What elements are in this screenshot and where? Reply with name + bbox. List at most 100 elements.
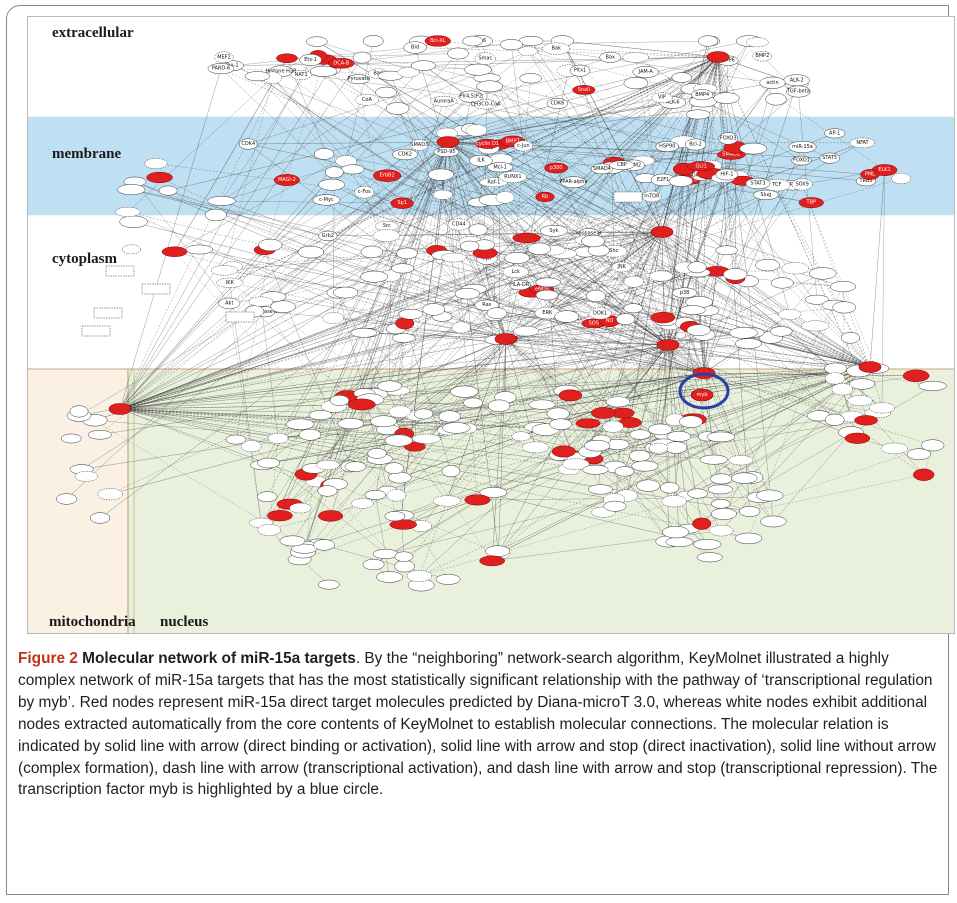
network-edge	[119, 142, 863, 410]
network-edge	[697, 194, 767, 273]
node: c-Fos	[354, 185, 375, 199]
node-shape	[55, 493, 78, 505]
network-edge	[221, 92, 387, 202]
network-edge	[168, 56, 719, 191]
network-edge	[364, 192, 412, 315]
node	[318, 178, 345, 191]
node-shape	[214, 51, 234, 64]
node-shape	[860, 169, 880, 180]
node	[422, 303, 446, 316]
network-edge	[127, 211, 396, 330]
node-shape	[512, 232, 541, 244]
node-shape	[117, 184, 146, 196]
target-node	[913, 468, 935, 481]
node	[256, 491, 278, 503]
node-label: DOK1	[593, 310, 607, 316]
network-edge	[661, 40, 711, 98]
network-edge	[505, 338, 507, 398]
node: actin	[759, 76, 786, 89]
node	[394, 560, 415, 573]
node: Slug	[753, 189, 779, 200]
network-edge	[401, 454, 560, 516]
node-shape	[207, 196, 236, 206]
region-label-mitochondria: mitochondria	[49, 614, 136, 630]
node-shape	[508, 279, 531, 291]
network-edge	[423, 65, 601, 314]
node-shape	[824, 372, 846, 385]
node	[377, 380, 402, 392]
node	[808, 267, 837, 280]
node: Src	[374, 221, 399, 232]
network-edge	[341, 63, 479, 70]
node-label: FOXO1	[793, 158, 810, 164]
node-shape	[297, 245, 324, 259]
network-edge	[633, 281, 669, 346]
node-shape	[611, 261, 632, 273]
node-shape	[575, 418, 601, 429]
node-label: GLI1	[695, 163, 706, 169]
node-shape	[614, 466, 635, 477]
node-shape	[584, 439, 611, 452]
node	[97, 488, 123, 501]
node	[324, 166, 344, 179]
node-shape	[158, 185, 178, 196]
target-node: p300	[544, 162, 568, 174]
network-edge	[423, 56, 719, 66]
node-shape	[240, 440, 262, 453]
node-label: Ras	[482, 302, 491, 308]
node-shape	[558, 389, 583, 402]
network-edge	[599, 231, 663, 314]
network-edge	[119, 141, 684, 410]
network-edge	[119, 69, 331, 410]
network-edge	[79, 338, 507, 416]
network-edge	[338, 203, 403, 293]
node-shape	[623, 275, 644, 288]
node-shape	[628, 449, 651, 462]
network-edge	[119, 58, 288, 410]
network-edge	[119, 408, 749, 539]
network-edge	[505, 338, 722, 531]
node-shape	[672, 287, 698, 299]
network-edge	[557, 103, 663, 233]
network-edge	[174, 251, 507, 340]
node-shape	[347, 74, 370, 85]
node-shape	[759, 76, 786, 89]
node-shape	[715, 168, 739, 181]
node: JNK	[611, 261, 632, 273]
network-edge	[801, 184, 876, 369]
network-edge	[703, 310, 706, 374]
node-label: Raf-1	[487, 179, 500, 185]
network-edge	[127, 77, 273, 213]
node-shape	[542, 42, 571, 55]
network-edge	[419, 77, 488, 146]
node	[225, 434, 247, 445]
node-label: SOX9	[795, 181, 808, 187]
node	[680, 305, 706, 315]
network-edge	[229, 56, 719, 284]
node	[119, 215, 148, 228]
node-shape	[693, 539, 722, 550]
node-shape	[397, 67, 420, 78]
node	[463, 397, 484, 409]
node-label: Shc	[609, 248, 618, 254]
node-label: Bcl-XL	[430, 38, 446, 44]
network-edge	[489, 86, 669, 346]
node: VIP	[651, 92, 673, 103]
network-edge	[280, 71, 471, 97]
node-shape	[648, 270, 674, 282]
node: AuroraA	[430, 96, 458, 107]
node-shape	[662, 526, 690, 539]
node-shape	[623, 303, 643, 314]
network-edge	[119, 408, 317, 482]
node	[584, 439, 611, 452]
network-edge	[644, 56, 719, 467]
node	[450, 385, 479, 398]
node-shape	[770, 277, 794, 289]
node: Ets-1	[299, 53, 322, 67]
node	[144, 158, 168, 169]
node-shape	[591, 407, 616, 419]
node	[769, 326, 793, 337]
node: Syk	[540, 225, 568, 237]
network-edge	[119, 408, 522, 437]
network-edge	[395, 328, 669, 346]
